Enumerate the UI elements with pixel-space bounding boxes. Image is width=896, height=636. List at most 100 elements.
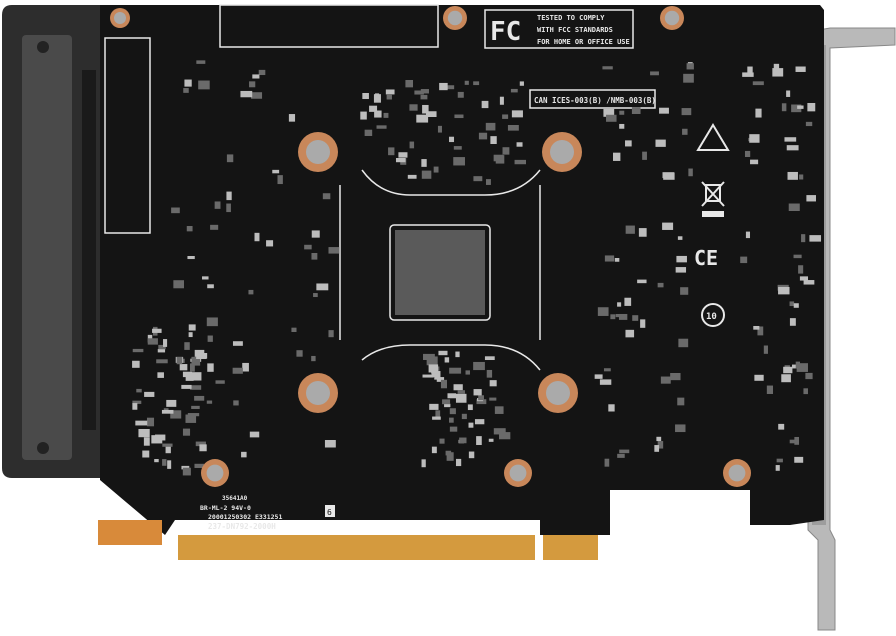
smd-component — [420, 94, 428, 100]
screw-hole-center — [509, 464, 527, 482]
smd-component — [184, 342, 190, 350]
smd-component — [171, 207, 180, 214]
smd-component — [604, 255, 615, 262]
smd-component — [232, 341, 243, 346]
smd-component — [655, 139, 666, 147]
smd-component — [511, 110, 523, 118]
smd-component — [454, 114, 464, 119]
smd-component — [195, 441, 206, 447]
smd-component — [807, 102, 816, 112]
smd-component — [449, 417, 454, 423]
smd-component — [226, 154, 234, 163]
smd-component — [805, 372, 813, 380]
smd-component — [182, 428, 191, 436]
smd-component — [789, 301, 795, 307]
smd-component — [755, 108, 762, 118]
smd-component — [619, 110, 625, 115]
smd-component — [502, 114, 509, 119]
smd-component — [659, 107, 669, 114]
smd-component — [784, 137, 797, 142]
smd-component — [476, 399, 487, 405]
smd-component — [398, 152, 408, 158]
smd-component — [449, 408, 456, 415]
smd-component — [610, 314, 616, 320]
screw-hole-center — [114, 12, 126, 24]
screw-hole-center — [664, 10, 680, 26]
smd-component — [763, 345, 768, 354]
pcie-tab — [98, 520, 162, 545]
smd-component — [625, 140, 632, 147]
smd-component — [185, 414, 197, 423]
smd-component — [803, 388, 808, 395]
smd-component — [233, 400, 239, 406]
smd-component — [242, 362, 249, 372]
smd-component — [132, 403, 138, 410]
smd-component — [207, 284, 214, 289]
smd-component — [682, 128, 688, 135]
smd-component — [783, 366, 793, 374]
smd-component — [198, 80, 210, 90]
smd-component — [597, 307, 609, 316]
smd-component — [662, 222, 674, 230]
smd-component — [142, 450, 150, 458]
smd-component — [322, 193, 331, 200]
smd-component — [788, 203, 800, 211]
serial-line: 20001250302 E331251 — [208, 513, 282, 521]
smd-component — [799, 174, 804, 180]
smd-component — [488, 438, 494, 442]
smd-component — [226, 191, 232, 201]
smd-component — [432, 416, 441, 420]
smd-component — [619, 449, 630, 454]
smd-component — [678, 338, 689, 348]
smd-component — [162, 443, 173, 447]
smd-component — [154, 459, 159, 463]
smd-component — [215, 380, 225, 384]
smd-component — [457, 390, 465, 394]
smd-component — [311, 252, 318, 260]
smd-component — [625, 329, 635, 338]
smd-component — [421, 159, 427, 167]
smd-component — [152, 328, 162, 333]
part-number: 237-DN792-2000H — [208, 522, 276, 531]
smd-component — [182, 371, 193, 378]
smd-component — [798, 265, 804, 274]
smd-component — [742, 72, 754, 77]
smd-component — [603, 368, 611, 372]
smd-component — [196, 60, 206, 64]
screw-hole-center — [447, 10, 463, 26]
small-mark: 6 — [327, 508, 332, 517]
smd-component — [747, 66, 753, 75]
smd-component — [446, 85, 455, 90]
fcc-line-2: WITH FCC STANDARDS — [537, 26, 613, 34]
smd-component — [467, 404, 473, 411]
smd-component — [745, 231, 751, 239]
smd-component — [468, 451, 475, 459]
smd-component — [191, 356, 201, 366]
screw-hole-center — [546, 381, 570, 405]
smd-component — [158, 344, 166, 350]
weee-bin-icon — [701, 181, 725, 217]
smd-component — [416, 114, 429, 123]
rcm-mark: 10 — [706, 312, 717, 322]
smd-component — [794, 436, 800, 445]
smd-component — [439, 438, 445, 444]
smd-component — [179, 364, 188, 371]
smd-component — [494, 406, 504, 414]
smd-component — [507, 124, 519, 131]
smd-component — [426, 356, 438, 366]
ul-line: BR-ML-2 94V-0 — [200, 504, 251, 512]
smd-component — [429, 403, 439, 410]
smd-component — [612, 152, 621, 161]
smd-component — [778, 423, 785, 430]
smd-component — [657, 441, 664, 449]
smd-component — [753, 325, 760, 330]
smd-component — [437, 125, 442, 133]
smd-component — [453, 157, 465, 166]
smd-component — [207, 335, 213, 342]
smd-component — [249, 81, 256, 88]
smd-component — [143, 437, 150, 446]
smd-component — [675, 267, 687, 273]
smd-component — [489, 397, 497, 401]
smd-component — [316, 283, 329, 291]
smd-component — [519, 81, 524, 86]
